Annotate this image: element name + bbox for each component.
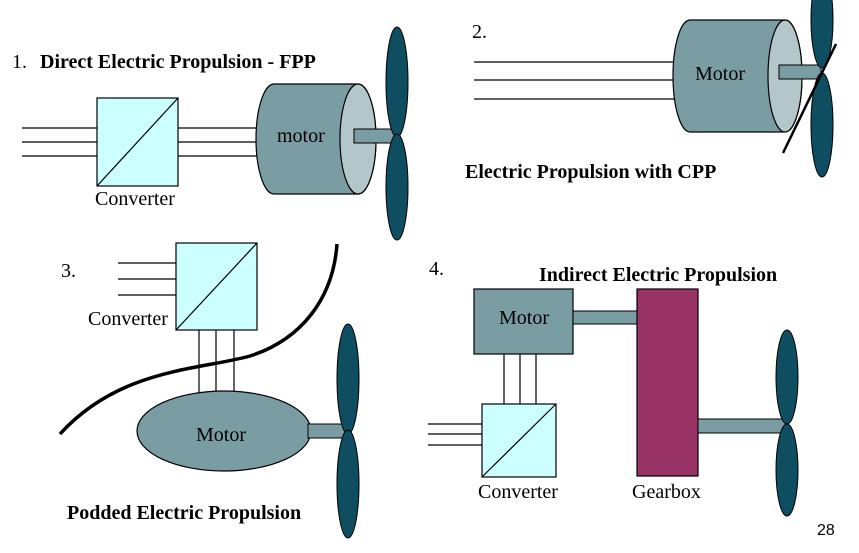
panel-4-converter-label: Converter <box>478 481 558 503</box>
panel-3-converter-block <box>175 242 258 331</box>
panel-3-supply-lines <box>118 262 176 296</box>
panel-3-hull-curve <box>58 243 339 436</box>
panel-2-hull-line <box>781 43 838 154</box>
panel-1-converter-block <box>96 97 179 187</box>
panel-3-converter-label: Converter <box>88 308 168 330</box>
panel-4-motor-shaft <box>572 310 638 325</box>
panel-3-number: 3. <box>61 260 76 282</box>
panel-1-converter-motor-cables <box>178 127 262 157</box>
panel-4-diagram <box>428 288 799 517</box>
panel-1-converter-label: Converter <box>95 188 175 210</box>
panel-4-gearbox-label: Gearbox <box>632 481 701 503</box>
panel-4-gearbox-block <box>636 288 699 477</box>
panel-1-diagram <box>22 26 409 241</box>
panel-4-propeller <box>775 329 799 517</box>
page-number: 28 <box>817 522 835 539</box>
panel-3-title: Podded Electric Propulsion <box>67 502 302 524</box>
panel-3-propeller <box>336 323 360 539</box>
panel-4-converter-block <box>481 403 557 478</box>
panel-1-number: 1. <box>12 51 27 73</box>
panel-1-propeller <box>385 26 409 241</box>
panel-4-motor-label: Motor <box>499 307 549 329</box>
panel-4-number: 4. <box>429 258 444 280</box>
panel-2-propeller <box>810 0 834 178</box>
panel-4-output-shaft <box>697 418 789 434</box>
panel-2-diagram <box>474 0 838 178</box>
panel-1-supply-lines <box>22 127 97 157</box>
panel-1-title: Direct Electric Propulsion - FPP <box>40 51 316 73</box>
panel-1-motor-label: motor <box>277 125 325 147</box>
panel-2-shaft <box>778 64 822 80</box>
panel-4-vertical-cables <box>503 354 537 404</box>
panel-2-motor-cylinder <box>672 19 803 133</box>
panel-2-number: 2. <box>472 21 487 43</box>
panel-3-motor-label: Motor <box>196 424 246 446</box>
panel-2-motor-label: Motor <box>695 63 745 85</box>
panel-2-supply-lines <box>474 61 690 100</box>
panel-2-title: Electric Propulsion with CPP <box>465 161 717 183</box>
panel-4-title: Indirect Electric Propulsion <box>539 264 778 286</box>
panel-4-motor-block <box>473 288 574 355</box>
panel-1-motor-cylinder <box>255 83 377 195</box>
panel-3-diagram <box>58 242 360 539</box>
panel-4-supply-lines <box>428 423 482 446</box>
